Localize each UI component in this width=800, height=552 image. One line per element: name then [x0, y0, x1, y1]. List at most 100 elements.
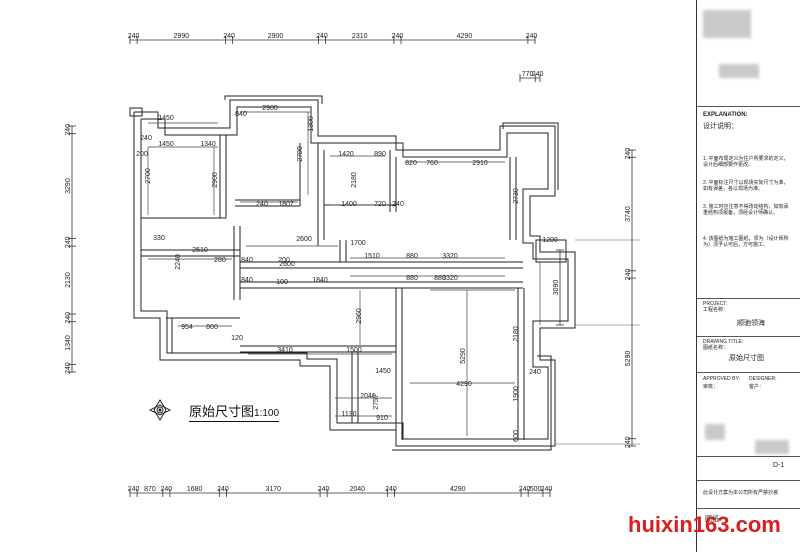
- room-dimension: 2240: [175, 254, 182, 270]
- room-dimension: 200: [278, 257, 290, 264]
- watermark: huixin163.com: [628, 512, 781, 537]
- divider: [697, 456, 800, 457]
- room-dimension: 1450: [158, 115, 174, 122]
- room-dimension: 2900: [262, 105, 278, 112]
- right-dim-label: 240: [625, 148, 632, 160]
- drawing-title-sub: 图纸名称：: [703, 345, 729, 351]
- right-dim-label: 3740: [625, 206, 632, 222]
- project-label: PROJECT:: [703, 301, 728, 307]
- divider: [697, 508, 800, 509]
- room-dimension: 880: [406, 253, 418, 260]
- bottom-dim-label: 3170: [266, 486, 282, 493]
- room-dimension: 2900: [212, 172, 219, 188]
- title-block: EXPLANATION: 设计说明： 1. 平面布局定义为住户所要求的定义，设计…: [696, 0, 800, 552]
- room-dimension: 760: [426, 160, 438, 167]
- right-dim-label: 5290: [625, 351, 632, 367]
- approved-label: APPROVED BY:: [703, 376, 740, 382]
- sheet-number: D-1: [773, 462, 785, 469]
- room-dimension: 3320: [442, 275, 458, 282]
- explanation-cn: 设计说明：: [703, 123, 738, 130]
- room-dimension: 4290: [456, 381, 472, 388]
- room-dimension: 2730: [513, 188, 520, 204]
- bottom-dim-label: 240: [519, 486, 531, 493]
- blurred-logo: [703, 10, 751, 38]
- bottom-dim-label: 240: [385, 486, 397, 493]
- gridline-marks: [555, 239, 640, 445]
- room-dimension: 890: [374, 151, 386, 158]
- right-inner-dim-label: 3090: [553, 280, 560, 296]
- note-1: 1. 平面布局定义为住户所要求的定义，设计后细部要作更改。: [703, 156, 789, 168]
- bottom-dim-label: 2040: [349, 486, 365, 493]
- bottom-dim-label: 240: [160, 486, 172, 493]
- right-dim-label: 240: [625, 436, 632, 448]
- drawing-title-label: DRAWING TITLE:: [703, 339, 744, 345]
- drawing-title-value: 原始尺寸图: [729, 355, 764, 362]
- drawing-title-text: 原始尺寸图: [189, 404, 255, 419]
- room-dimension: 200: [136, 151, 148, 158]
- room-dimension: 2700: [145, 168, 152, 184]
- room-dimension: 240: [392, 201, 404, 208]
- blurred-signature: [755, 440, 789, 454]
- top-dim-label: 4290: [457, 33, 473, 40]
- room-dimension: 2600: [279, 261, 295, 268]
- room-dimension: 2910: [472, 160, 488, 167]
- room-dimension: 880: [406, 275, 418, 282]
- left-dim-label: 240: [65, 312, 72, 324]
- drawing-scale: 1:100: [254, 408, 280, 419]
- room-dimension: 280: [214, 257, 226, 264]
- explanation-label: EXPLANATION:: [703, 112, 748, 118]
- room-dimension: 910: [376, 415, 388, 422]
- room-dimension: 1840: [312, 277, 328, 284]
- divider: [697, 336, 800, 337]
- top-dim-label: 2310: [352, 33, 368, 40]
- outer-walls: [133, 95, 576, 451]
- top-dim-label: 240: [128, 33, 140, 40]
- footer-note: 此设计方案为本公司所有严禁抄袭: [703, 490, 779, 496]
- room-dimension: 2180: [513, 326, 520, 342]
- room-dimension: 600: [513, 430, 520, 442]
- left-dim-label: 2130: [65, 272, 72, 288]
- bottom-dim-label: 240: [541, 486, 553, 493]
- designer-sub: 客户：: [749, 384, 765, 390]
- room-dimension: 100: [276, 279, 288, 286]
- room-dimension: 1807: [278, 201, 294, 208]
- room-dimension: 1340: [200, 141, 216, 148]
- top-dim-label: 240: [316, 33, 328, 40]
- left-dim-label: 240: [65, 124, 72, 136]
- room-dimension: 720: [374, 201, 386, 208]
- blurred-signature: [705, 424, 725, 440]
- room-dimension: 1510: [364, 253, 380, 260]
- room-dimension: 1300: [308, 116, 315, 132]
- room-dimension: 2180: [351, 172, 358, 188]
- inner-dimension-lines: [147, 111, 541, 436]
- designer-label: DESIGNER:: [749, 376, 777, 382]
- bottom-dim-label: 240: [128, 486, 140, 493]
- left-dim-label: 240: [65, 236, 72, 248]
- bottom-dim-label: 500: [530, 486, 542, 493]
- top-dim-label: 240: [223, 33, 235, 40]
- top-dim-label: 240: [392, 33, 404, 40]
- note-2: 2. 平面标注尺寸以现场实际尺寸为准，如有误差，各以现场为准。: [703, 180, 789, 192]
- top-right-dim-label: 240: [532, 71, 544, 78]
- room-dimension: 820: [405, 160, 417, 167]
- room-dimension: 954: [181, 324, 193, 331]
- bottom-dim-label: 240: [217, 486, 229, 493]
- project-sub: 工程名称：: [703, 307, 729, 313]
- bottom-dim-label: 240: [318, 486, 330, 493]
- bottom-dim-label: 4290: [450, 486, 466, 493]
- room-dimension: 1900: [513, 386, 520, 402]
- drawing-title: 原始尺寸图1:100: [189, 401, 280, 422]
- room-dimension: 2757: [373, 394, 380, 410]
- room-dimension: 240: [529, 369, 541, 376]
- divider: [697, 480, 800, 481]
- compass-symbol: [148, 399, 172, 421]
- room-dimension: 1420: [338, 151, 354, 158]
- room-dimension: 2510: [192, 247, 208, 254]
- right-dim-label: 240: [625, 269, 632, 281]
- room-dimension: 840: [241, 257, 253, 264]
- room-dimension: 240: [140, 135, 152, 142]
- room-dimension: 3320: [442, 253, 458, 260]
